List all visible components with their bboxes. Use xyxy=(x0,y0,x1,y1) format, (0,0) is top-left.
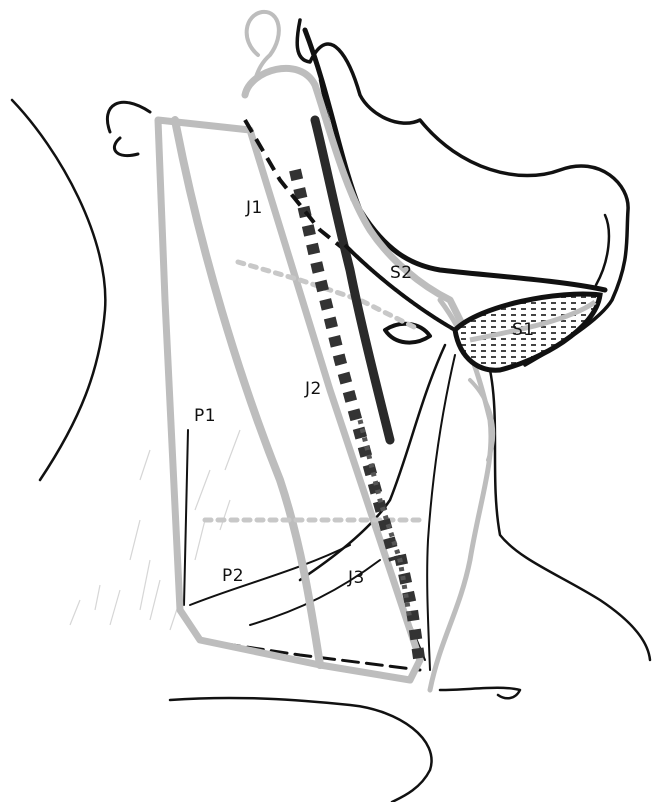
label-s2: S2 xyxy=(390,263,413,283)
clavicle-outline xyxy=(170,698,432,802)
label-j1: J1 xyxy=(246,198,263,218)
label-j3: J3 xyxy=(348,568,365,588)
front-neck-outline xyxy=(490,370,650,660)
p1-line xyxy=(184,430,188,605)
label-p2: P2 xyxy=(222,566,244,586)
label-j2: J2 xyxy=(305,379,322,399)
ear-outline xyxy=(107,102,150,155)
shading-strokes xyxy=(70,430,240,630)
chin-cheek-line xyxy=(596,215,609,285)
back-of-neck-outline xyxy=(12,100,105,480)
hyoid-shape xyxy=(385,324,430,343)
label-s1: S1 xyxy=(512,320,535,340)
p2-vessel-line xyxy=(190,545,350,605)
clavicle-right-outline xyxy=(440,688,520,699)
label-p1: P1 xyxy=(194,406,216,426)
